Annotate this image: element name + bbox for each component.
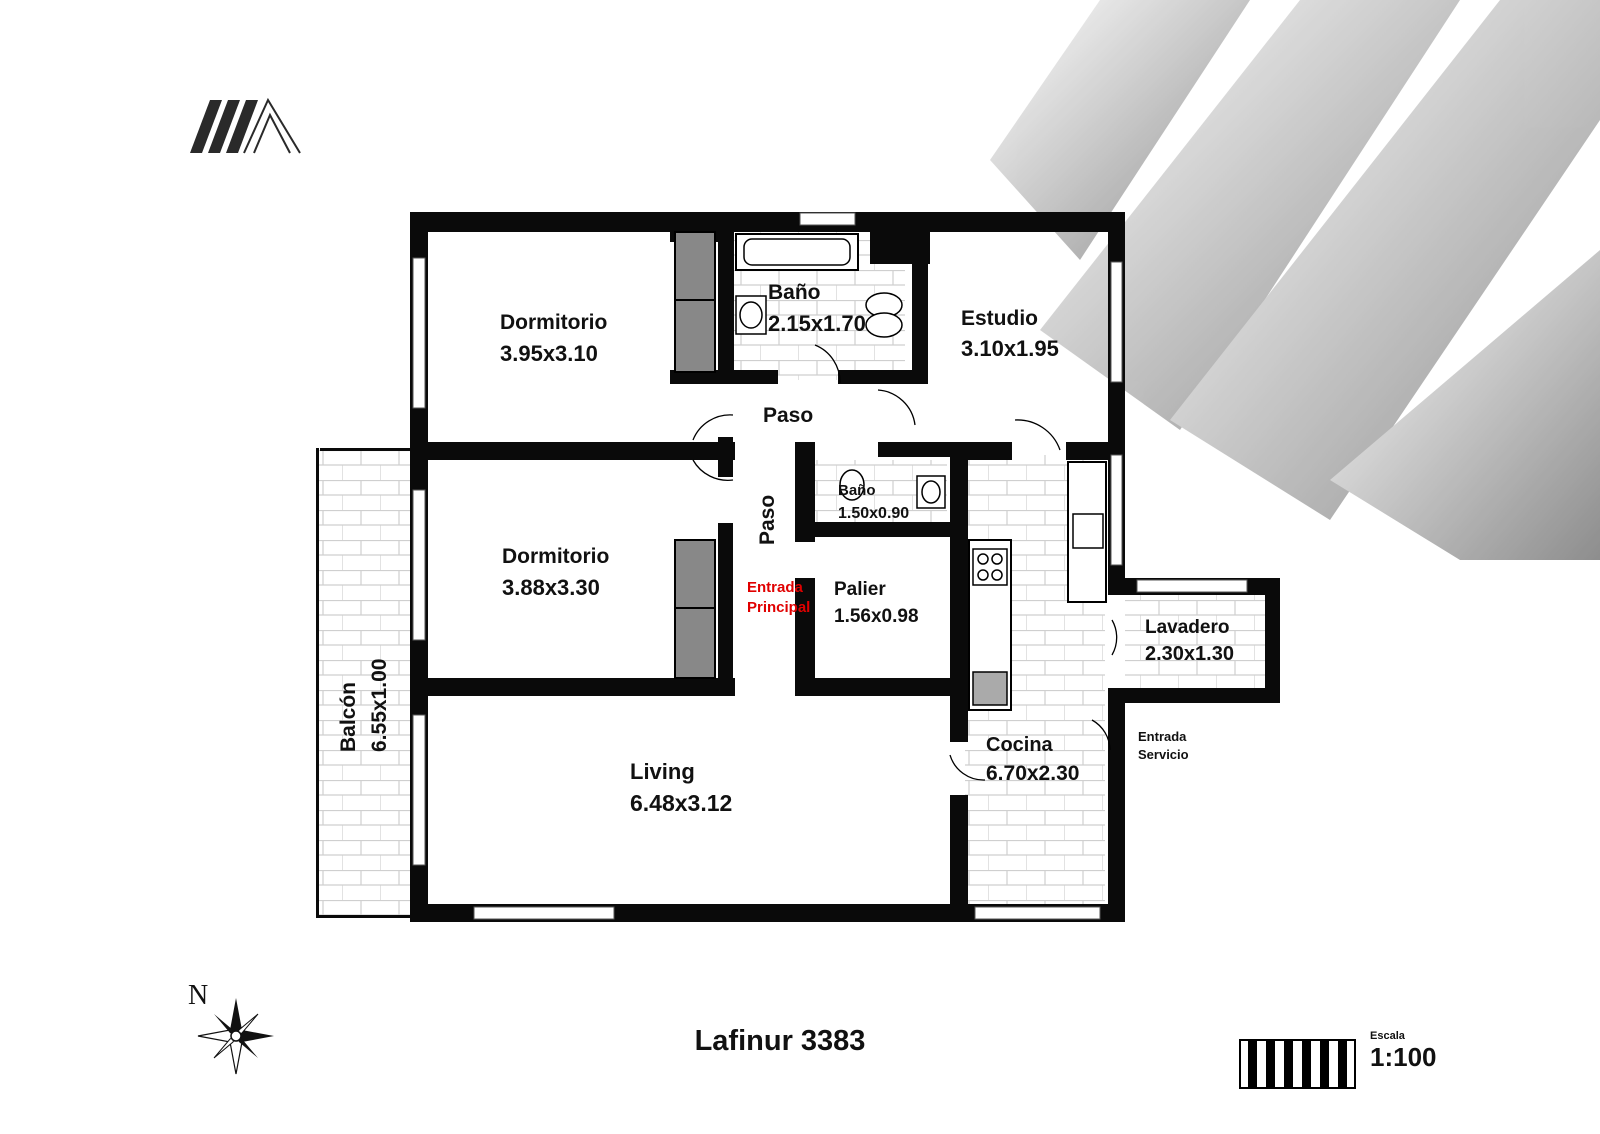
dorm2-name: Dormitorio xyxy=(502,545,609,568)
room-lavadero: Lavadero 2.30x1.30 xyxy=(1145,617,1234,665)
entrada-servicio-line2: Servicio xyxy=(1138,747,1189,762)
closets xyxy=(674,231,716,679)
room-dormitorio-1: Dormitorio 3.95x3.10 xyxy=(500,311,607,366)
laundry-floor xyxy=(1125,595,1265,695)
kitchen-counter xyxy=(968,461,1107,711)
bano2-name: Baño xyxy=(838,482,876,499)
balcon-name: Balcón xyxy=(337,682,360,752)
north-label: N xyxy=(188,980,209,1011)
room-dormitorio-2: Dormitorio 3.88x3.30 xyxy=(502,545,609,600)
bano1-name: Baño xyxy=(768,281,821,304)
room-bano-1: Baño 2.15x1.70 xyxy=(768,281,866,336)
windows xyxy=(412,212,1248,920)
dorm2-size: 3.88x3.30 xyxy=(502,575,600,600)
bano2-size: 1.50x0.90 xyxy=(838,505,909,522)
room-balcon: Balcón 6.55x1.00 xyxy=(337,659,391,752)
paso2-label: Paso xyxy=(756,495,779,545)
cocina-name: Cocina xyxy=(986,734,1054,756)
living-size: 6.48x3.12 xyxy=(630,790,732,816)
compass-rose-icon xyxy=(197,998,274,1075)
room-estudio: Estudio 3.10x1.95 xyxy=(961,307,1059,361)
lavadero-size: 2.30x1.30 xyxy=(1145,643,1234,665)
balcony-floor xyxy=(318,450,410,915)
room-bano-2: Baño 1.50x0.90 xyxy=(838,482,909,522)
bano1-size: 2.15x1.70 xyxy=(768,311,866,336)
room-palier: Palier 1.56x0.98 xyxy=(834,579,919,627)
dorm1-size: 3.95x3.10 xyxy=(500,341,598,366)
estudio-name: Estudio xyxy=(961,307,1038,330)
company-logo xyxy=(190,97,301,154)
door-swings xyxy=(692,344,1118,781)
cocina-size: 6.70x2.30 xyxy=(986,762,1079,785)
bath1-sink xyxy=(735,295,767,335)
entrada-principal: Entrada Principal xyxy=(747,579,810,616)
plan-title: Lafinur 3383 xyxy=(694,1025,866,1057)
paso1-label: Paso xyxy=(763,404,813,427)
decorative-gradient-bars xyxy=(990,0,1600,560)
living-name: Living xyxy=(630,759,695,784)
bath1-toilet xyxy=(865,292,903,338)
scale-value: 1:100 xyxy=(1370,1042,1437,1072)
entrada-principal-line2: Principal xyxy=(747,599,810,616)
room-living: Living 6.48x3.12 xyxy=(630,759,732,816)
lavadero-name: Lavadero xyxy=(1145,617,1229,638)
entrada-principal-line1: Entrada xyxy=(747,579,804,596)
room-cocina: Cocina 6.70x2.30 xyxy=(986,734,1079,785)
bath2-fixtures xyxy=(839,469,946,509)
palier-name: Palier xyxy=(834,579,886,600)
entrada-servicio: Entrada Servicio xyxy=(1138,729,1189,762)
entrada-servicio-line1: Entrada xyxy=(1138,729,1187,744)
palier-size: 1.56x0.98 xyxy=(834,606,919,627)
bathtub xyxy=(735,233,859,271)
estudio-size: 3.10x1.95 xyxy=(961,336,1059,361)
balcon-size: 6.55x1.00 xyxy=(368,659,391,752)
scale-caption: Escala xyxy=(1370,1030,1405,1042)
scale-bar-icon xyxy=(1239,1039,1356,1089)
dorm1-name: Dormitorio xyxy=(500,311,607,334)
